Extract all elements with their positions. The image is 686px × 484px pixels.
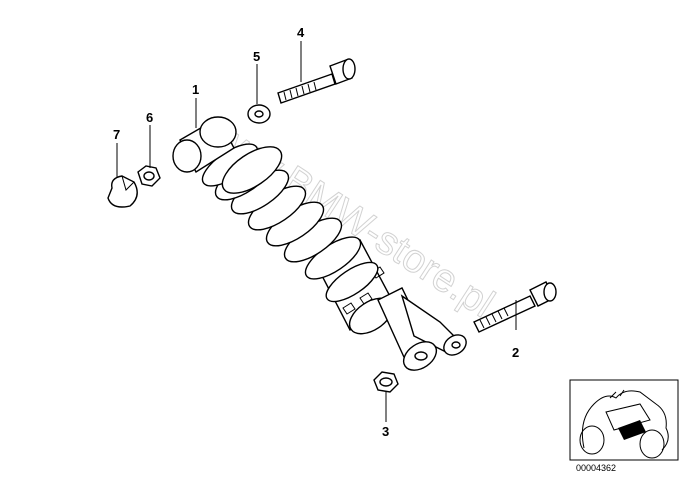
lower-bolt [473, 281, 557, 333]
lower-eye [377, 287, 467, 371]
callout-1: 1 [192, 82, 199, 97]
spring-seat [221, 146, 283, 194]
locator-thumbnail [569, 379, 679, 461]
washer [247, 104, 271, 124]
document-number: 00004362 [576, 463, 616, 473]
callout-6: 6 [146, 110, 153, 125]
callout-4: 4 [297, 25, 305, 40]
rubber-bush [172, 116, 237, 174]
callout-2: 2 [512, 345, 519, 360]
callout-5: 5 [253, 49, 260, 64]
cap-nut [107, 175, 138, 208]
hex-nut-upper [137, 165, 161, 187]
upper-bolt [277, 58, 356, 104]
shock-absorber [172, 116, 467, 371]
callout-7: 7 [113, 127, 120, 142]
callout-3: 3 [382, 424, 389, 439]
hex-nut-lower [373, 371, 399, 393]
